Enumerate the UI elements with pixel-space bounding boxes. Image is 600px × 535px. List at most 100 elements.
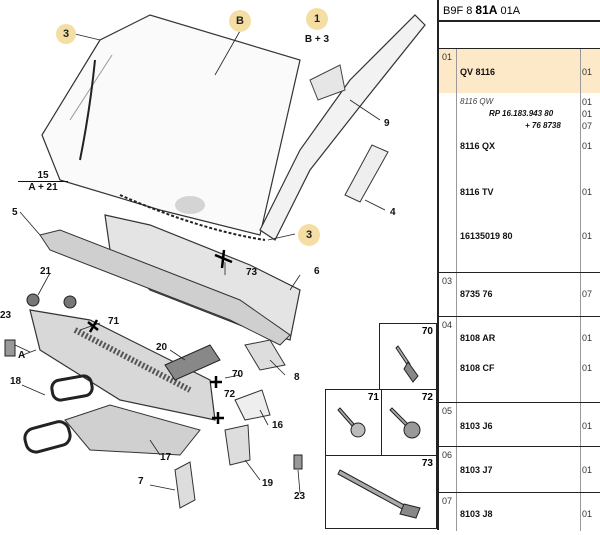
callout-1-sub: B + 3 [304,34,330,45]
qty: 01 [582,231,593,241]
qty: 01 [582,97,593,107]
group-number: 03 [442,276,453,286]
part-code-8103j7[interactable]: 8103 J7 [460,465,493,475]
ref-prefix: B9F 8 [443,5,473,17]
bolt-icon [395,345,419,383]
inset-73[interactable]: 73 [325,455,437,529]
qty: 07 [582,121,593,131]
inset-71[interactable]: 71 [325,389,383,457]
group-04: 04 8108 AR 01 8108 CF 01 [439,316,600,403]
qty: 01 [582,109,593,119]
group-07: 07 8103 J8 01 [439,492,600,531]
qty: 01 [582,141,593,151]
inset-71-label: 71 [367,392,379,403]
part-19-bracket [224,424,251,466]
parts-reference-panel: B9F 8 81A 01A 01 QV 8116 01 8116 QW 01 R… [437,0,600,531]
label-9[interactable]: 9 [384,118,390,129]
label-18[interactable]: 18 [10,376,22,387]
qty: 01 [582,465,593,475]
lower-grille [29,309,216,421]
windshield-glass [41,14,301,236]
inset-72-label: 72 [421,392,433,403]
label-23-left[interactable]: 23 [0,310,12,321]
clip-21a [26,293,40,307]
callout-15-fraction: 15 A + 21 [18,170,68,193]
part-code-1613501980[interactable]: 16135019 80 [460,231,513,241]
group-number: 01 [442,52,453,62]
callout-1[interactable]: 1 [306,8,328,30]
callout-1-equation: B + 3 [294,34,340,45]
inset-73-label: 73 [421,458,433,469]
rp-code-1[interactable]: RP 16.183.943 80 [489,109,554,118]
group-number: 05 [442,406,453,416]
part-code-8108ar[interactable]: 8108 AR [460,333,496,343]
qty: 01 [582,421,593,431]
diagram-reference-header: B9F 8 81A 01A [439,0,600,22]
label-21[interactable]: 21 [40,266,52,277]
label-17[interactable]: 17 [160,452,172,463]
callout-15-sub: A + 21 [28,182,58,193]
group-number: 07 [442,496,453,506]
label-a[interactable]: A [18,350,26,361]
screw-icon [337,407,366,438]
long-bolt-icon [337,469,421,519]
inset-70[interactable]: 70 [379,323,437,391]
clip-23a [4,339,16,357]
label-4[interactable]: 4 [390,207,396,218]
label-73[interactable]: 73 [246,267,258,278]
label-23-right[interactable]: 23 [294,491,306,502]
rp-code-2[interactable]: + 76 8738 [525,121,561,130]
label-72[interactable]: 72 [224,389,236,400]
label-70[interactable]: 70 [232,369,244,380]
diagram-drawing [4,14,426,509]
group-05: 05 8103 J6 01 [439,402,600,447]
group-03: 03 8735 76 07 [439,272,600,317]
part-code-8116qw[interactable]: 8116 QW [460,97,494,106]
label-20[interactable]: 20 [156,342,168,353]
part-code-8103j6[interactable]: 8103 J6 [460,421,493,431]
screw-washer-icon [389,407,421,439]
part-7-bracket [174,461,196,509]
group-06: 06 8103 J7 01 [439,446,600,493]
part-20 [164,344,221,381]
selected-row-highlight [439,49,600,93]
pillar-rail [259,14,426,241]
qty: 01 [582,187,593,197]
group-number: 06 [442,450,453,460]
label-71[interactable]: 71 [108,316,120,327]
label-16[interactable]: 16 [272,420,284,431]
seal-strip [39,229,291,346]
exploded-parts-diagram: 3 B 1 B + 3 3 15 A + 21 9 4 5 6 73 21 23… [0,8,437,529]
label-8[interactable]: 8 [294,372,300,383]
label-7[interactable]: 7 [138,476,144,487]
qty: 01 [582,333,593,343]
callout-3-bottom[interactable]: 3 [298,224,320,246]
part-code-8116tv[interactable]: 8116 TV [460,187,494,197]
label-19[interactable]: 19 [262,478,274,489]
part-code-8116qx[interactable]: 8116 QX [460,141,496,151]
part-16 [234,389,271,421]
ref-suffix: 01A [500,5,521,17]
label-5[interactable]: 5 [12,207,18,218]
part-code-8108cf[interactable]: 8108 CF [460,363,495,373]
part-17-housing [64,404,201,456]
callout-3-top[interactable]: 3 [56,24,76,44]
qty: 01 [582,509,593,519]
part-code-qv8116[interactable]: QV 8116 [460,67,496,77]
qty: 01 [582,363,593,373]
group-01: 01 QV 8116 01 8116 QW 01 RP 16.183.943 8… [439,48,600,273]
clip-21b [63,295,77,309]
label-6[interactable]: 6 [314,266,320,277]
group-number: 04 [442,320,453,330]
qty: 01 [582,67,593,77]
callout-15[interactable]: 15 [18,170,68,182]
qty: 07 [582,289,593,299]
clip-23b [293,454,303,470]
callout-b[interactable]: B [229,10,251,32]
part-code-873576[interactable]: 8735 76 [460,289,493,299]
inset-72[interactable]: 72 [381,389,437,457]
part-4 [344,144,389,203]
part-code-8103j8[interactable]: 8103 J8 [460,509,493,519]
part-18-gasket [50,374,94,402]
ref-bold: 81A [475,3,498,17]
